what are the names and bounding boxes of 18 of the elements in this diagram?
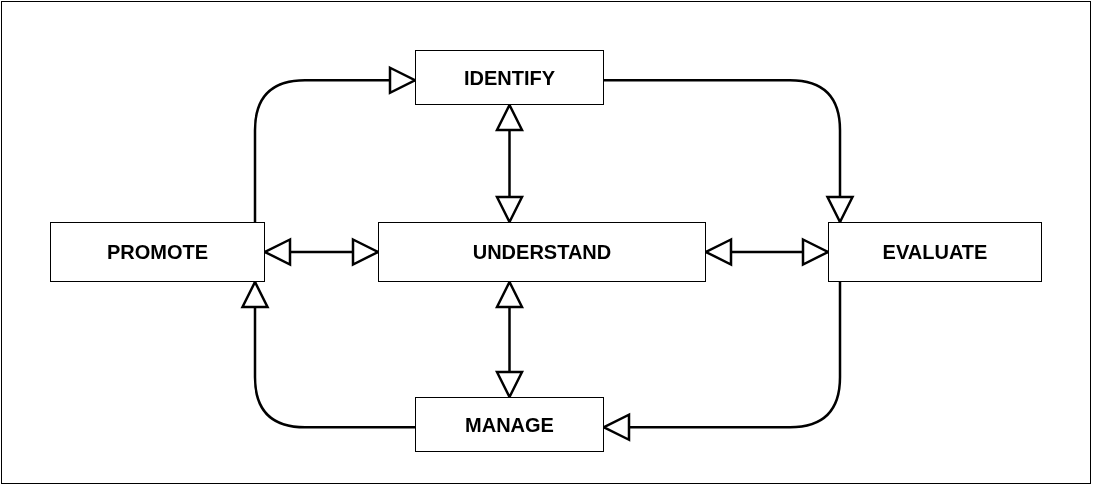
- process-box: [415, 50, 604, 105]
- process-box: [378, 222, 706, 282]
- curved-arrow: [602, 282, 842, 441]
- process-box: [50, 222, 265, 282]
- box-label: MANAGE: [465, 412, 554, 438]
- double-arrow: [495, 280, 524, 399]
- box-label: PROMOTE: [106, 240, 209, 265]
- process-box: [415, 397, 604, 452]
- curved-arrow: [253, 66, 417, 222]
- curved-arrow: [604, 79, 854, 224]
- box-label: UNDERSTAND: [472, 240, 612, 265]
- curved-arrow: [241, 280, 415, 429]
- process-box: [828, 222, 1042, 282]
- double-arrow: [495, 103, 524, 224]
- box-label: EVALUATE: [882, 240, 988, 265]
- box-label: IDENTIFY: [463, 65, 556, 91]
- double-arrow: [704, 238, 830, 266]
- double-arrow: [263, 238, 380, 266]
